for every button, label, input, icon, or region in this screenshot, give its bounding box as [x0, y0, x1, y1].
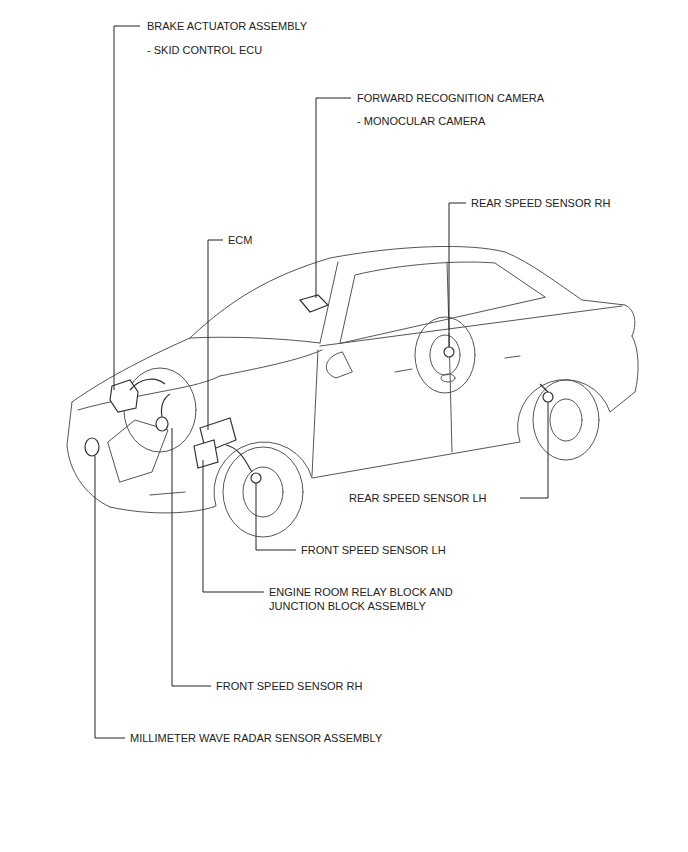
sub-part-name: - MONOCULAR CAMERA — [357, 114, 485, 128]
windshield-base — [190, 337, 320, 343]
front-hub-lh — [243, 467, 283, 517]
leader-line — [208, 240, 223, 430]
leader-line — [449, 203, 466, 347]
roof-outline — [190, 246, 635, 338]
front-speed-sensor-lh — [251, 473, 261, 483]
side-mirror — [326, 352, 352, 378]
part-name: FRONT SPEED SENSOR LH — [301, 543, 446, 557]
front-wheel-rh — [124, 368, 196, 452]
rear-wheel-rh — [415, 317, 475, 393]
sensor-wire — [161, 394, 170, 417]
rear-hub-lh — [550, 399, 582, 441]
forward-camera — [300, 295, 328, 312]
front-wheel-lh — [223, 447, 303, 537]
leader-line — [256, 483, 296, 550]
fender-line — [220, 350, 322, 376]
leader-line — [520, 402, 548, 498]
front-speed-sensor-rh — [156, 417, 168, 431]
leader-line — [95, 456, 125, 738]
fog-lamp — [150, 492, 185, 495]
lower-body — [110, 336, 638, 513]
rear-wheel-lh — [533, 380, 599, 460]
sensor-wire — [540, 384, 548, 392]
part-name: REAR SPEED SENSOR RH — [471, 196, 610, 210]
leader-line — [114, 26, 140, 390]
front-door-edge — [312, 350, 318, 476]
part-name: FRONT SPEED SENSOR RH — [216, 679, 363, 693]
part-name: MILLIMETER WAVE RADAR SENSOR ASSEMBLY — [130, 731, 382, 745]
sub-part-name: - SKID CONTROL ECU — [147, 43, 262, 57]
headlight-line — [78, 376, 220, 410]
brake-pipe — [130, 379, 165, 390]
radar-sensor — [85, 438, 99, 456]
sensor-wire — [226, 445, 252, 472]
part-name: FORWARD RECOGNITION CAMERA — [357, 91, 544, 105]
rear-speed-sensor-lh — [543, 392, 553, 402]
side-window — [340, 262, 545, 343]
leader-line — [172, 428, 211, 686]
rear-hub-rh — [430, 335, 460, 375]
rear-speed-sensor-rh — [444, 347, 454, 357]
part-name: BRAKE ACTUATOR ASSEMBLY — [147, 19, 307, 33]
relay-block — [194, 440, 218, 468]
part-name: ENGINE ROOM RELAY BLOCK AND JUNCTION BLO… — [269, 585, 484, 613]
door-handle — [505, 356, 520, 358]
belt-line — [320, 306, 622, 346]
leader-line — [203, 460, 264, 592]
door-handle — [395, 369, 412, 372]
part-name: REAR SPEED SENSOR LH — [349, 491, 487, 505]
sill-mark — [441, 374, 455, 382]
leader-line — [316, 98, 351, 298]
front-face — [67, 402, 110, 507]
part-name: ECM — [228, 233, 252, 247]
